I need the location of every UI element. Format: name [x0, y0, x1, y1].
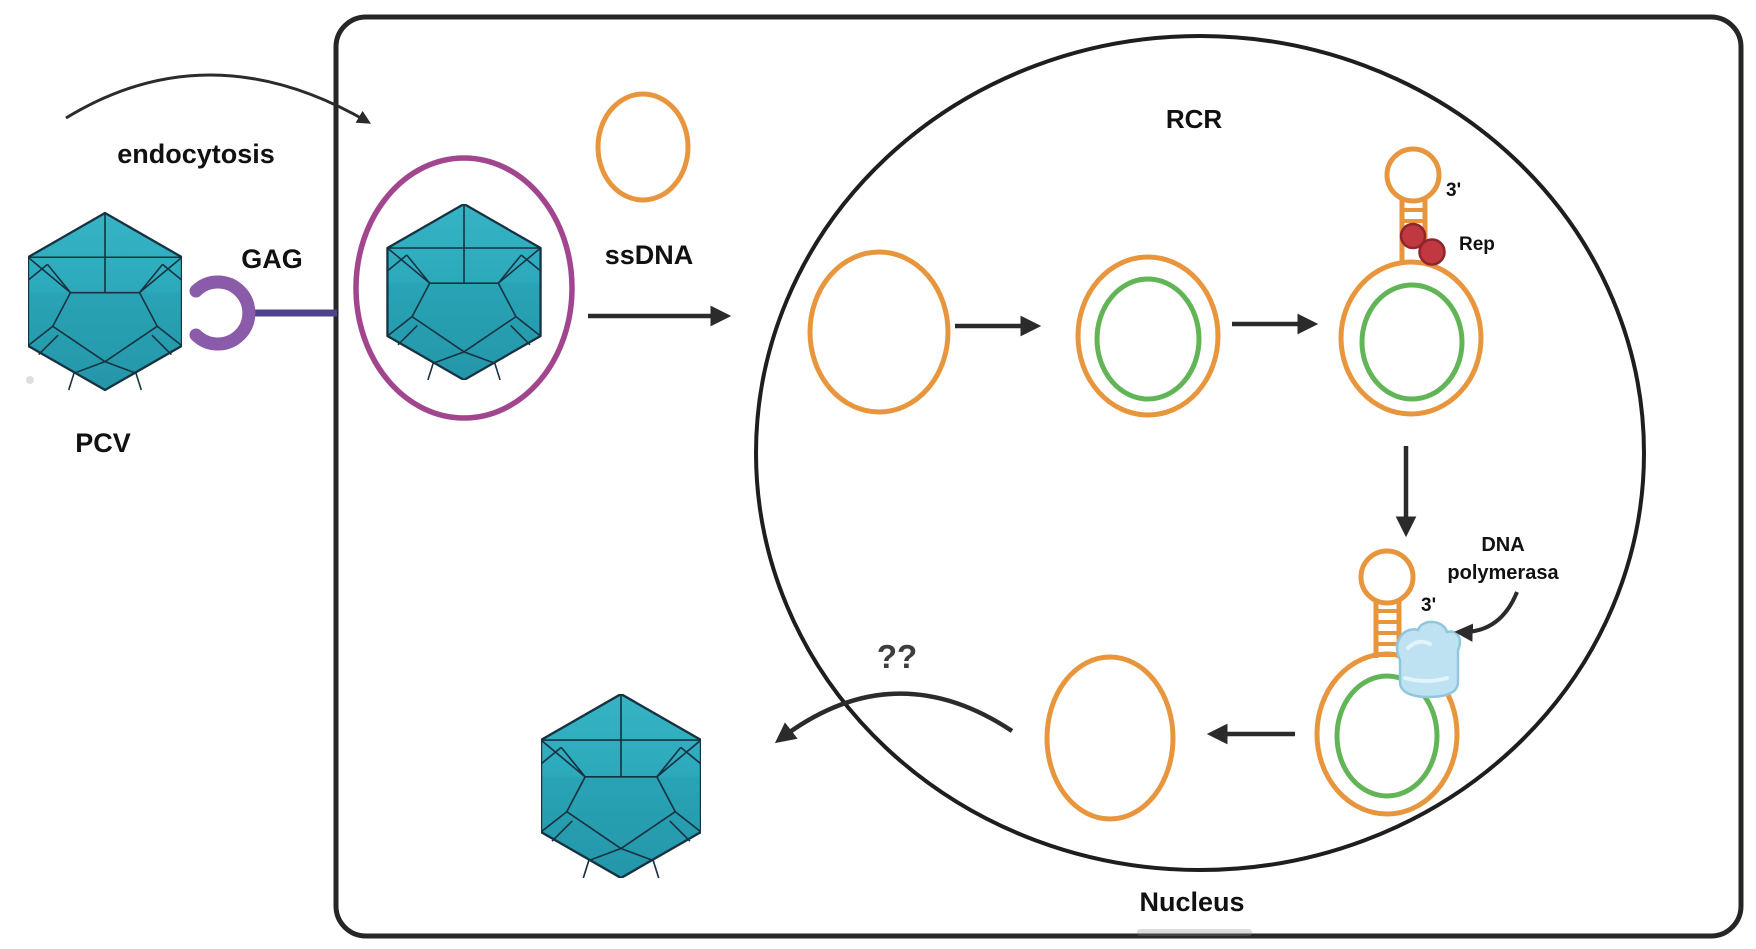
polymerase-pointer-arrow [1454, 591, 1519, 642]
nucleus-envelope [754, 34, 1646, 872]
unknown-step-label: ?? [877, 638, 917, 675]
dna-polymerase-label-line2: polymerasa [1447, 562, 1559, 584]
dsdna-inner-strand [1359, 282, 1465, 402]
endosome-vesicle [353, 155, 575, 421]
dsdna-outer-strand [1338, 259, 1484, 417]
rcr-step3-rep-binding: 3' Rep [1338, 146, 1495, 417]
rcr-step5-new-ssdna [1044, 654, 1176, 822]
rcr-step2-dsdna [1075, 254, 1221, 418]
pcv-label: PCV [75, 428, 131, 458]
dna-polymerase-blob [1395, 620, 1462, 699]
ssdna-circle [595, 91, 691, 203]
endocytosis-arrow [65, 73, 371, 124]
image-speck-artifact [26, 376, 34, 384]
pcv-virion-icon [28, 211, 182, 392]
rcr-label: RCR [1166, 104, 1223, 134]
nuclear-export-arrow [774, 691, 1014, 744]
rep-protein-dot [1418, 238, 1446, 266]
rep-label: Rep [1459, 234, 1495, 255]
cropped-text-artifact [1137, 929, 1252, 936]
dsdna-outer-strand [1075, 254, 1221, 418]
ssdna-label: ssDNA [605, 240, 694, 270]
rcr-step1-ssdna [807, 249, 951, 415]
dsdna-inner-strand [1094, 276, 1202, 402]
gag-receptor-arc [189, 275, 256, 351]
polymerase-highlight [1403, 639, 1449, 683]
endocytosis-label: endocytosis [117, 139, 275, 169]
nucleus-label: Nucleus [1139, 887, 1244, 917]
three-prime-top-label: 3' [1446, 180, 1461, 201]
dsdna-inner-strand [1334, 673, 1440, 799]
hairpin-stem-loop [1358, 548, 1416, 658]
gag-label: GAG [241, 244, 303, 274]
dna-polymerase-label-line1: DNA [1481, 534, 1524, 556]
three-prime-bottom-label: 3' [1421, 595, 1436, 616]
rep-protein-dot [1399, 222, 1427, 250]
rcr-step4-polymerase: 3' [1314, 548, 1462, 817]
